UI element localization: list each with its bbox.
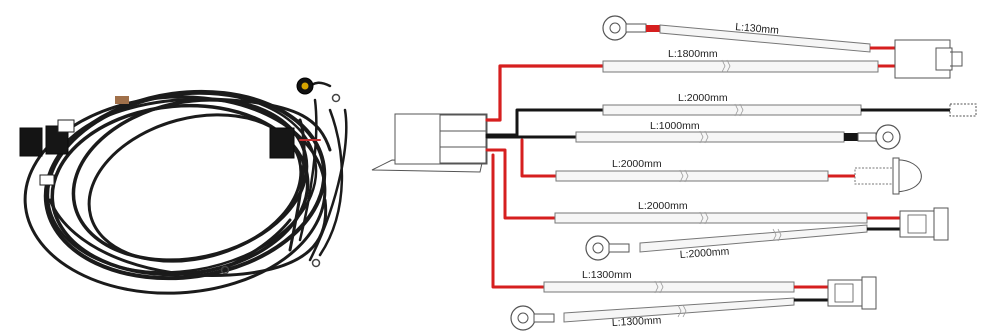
length-label-ground-ring: L:1000mm	[650, 120, 700, 132]
wire-sleeve-2000-plug-a	[554, 211, 900, 225]
wire-sleeve-1300-plug-b	[543, 280, 828, 294]
ring-terminal-top	[602, 15, 895, 53]
wire-sleeve-1800	[602, 59, 895, 73]
ring-terminal-plug-b	[510, 297, 828, 331]
wiring-diagram: L:130mm L:1800mm L:2000mm L:1000mm L:200…	[371, 15, 977, 331]
ring-terminal-plug-a	[585, 224, 900, 261]
length-label-switch: L:2000mm	[612, 158, 662, 170]
wiring-harness-photo	[19, 77, 348, 295]
length-label-plug-b: L:1300mm	[582, 269, 632, 281]
connector-plug-b	[827, 276, 877, 310]
wire-sleeve-2000-switch	[555, 157, 922, 195]
connector-top	[894, 39, 963, 79]
length-label-plug-a: L:2000mm	[638, 200, 688, 212]
length-label-black-out: L:2000mm	[678, 92, 728, 104]
relay-block	[371, 113, 488, 173]
wire-sleeve-2000-black	[602, 103, 977, 117]
length-label-top-ring: L:130mm	[735, 21, 780, 37]
wire-sleeve-1000	[575, 124, 901, 150]
length-label-plug-b-ring: L:1300mm	[612, 314, 662, 329]
connector-plug-a	[899, 207, 949, 241]
length-label-plug-a-ring: L:2000mm	[679, 246, 730, 261]
length-label-top-connector: L:1800mm	[668, 48, 718, 60]
